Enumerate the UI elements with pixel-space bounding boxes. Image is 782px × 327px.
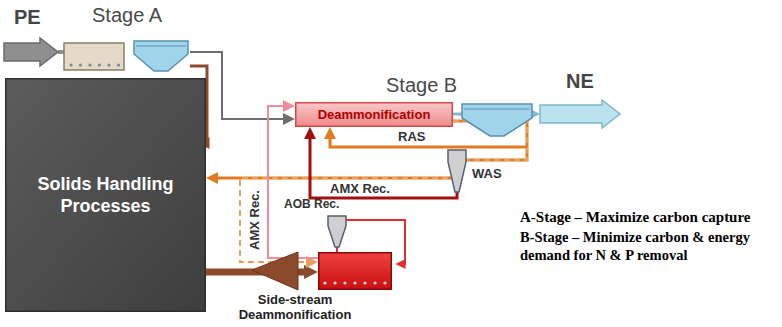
box-outline — [6, 79, 206, 312]
diffuser — [373, 281, 376, 284]
node-shape — [540, 100, 620, 128]
node-shape — [4, 38, 58, 66]
node-label: Deammonification — [318, 107, 431, 122]
effluent-arrow: NE — [540, 100, 620, 128]
cyclone — [328, 216, 346, 247]
stage-label: Stage B — [386, 74, 457, 97]
block-arrow — [540, 100, 620, 128]
amx-recycle-line — [310, 136, 457, 198]
diffuser — [107, 63, 110, 66]
a-stage-process: Stage A — [64, 38, 190, 72]
stream-label: AMX Rec. — [330, 181, 390, 196]
dewatering-cone — [252, 252, 298, 290]
diffuser — [98, 63, 101, 66]
block-arrow — [4, 38, 58, 66]
ras-line — [330, 136, 527, 147]
tank-outline — [319, 253, 392, 290]
node-heading: NE — [566, 70, 616, 93]
node-body: Solids Handling Processes — [5, 78, 206, 312]
node-heading: Stage A — [92, 4, 192, 27]
diffuser — [69, 63, 72, 66]
note-text: B-Stage – Minimize carbon & energy deman… — [520, 228, 778, 264]
node-shape — [64, 38, 190, 72]
diffuser — [117, 63, 120, 66]
clarifier-water-line — [136, 46, 186, 47]
diffuser — [343, 281, 346, 284]
stream-label: AOB Rec. — [284, 197, 339, 211]
note-text: A-Stage – Maximize carbon capture — [520, 208, 778, 226]
node-label: Solids Handling Processes — [5, 173, 206, 217]
cyclone — [448, 150, 466, 192]
process-box: Solids Handling Processes — [5, 78, 206, 312]
node-heading: Side-stream Deammonification — [230, 292, 360, 322]
node-heading: PE — [14, 6, 58, 29]
clarifier-water-line — [464, 109, 530, 110]
node-shape — [5, 78, 206, 312]
aeration-tank — [64, 43, 124, 70]
diffuser — [353, 281, 356, 284]
diffuser — [88, 63, 91, 66]
flow-connector — [240, 121, 527, 262]
stream-label: WAS — [472, 166, 502, 181]
clarifier — [134, 41, 188, 71]
clarifier — [462, 104, 532, 136]
box-outline — [296, 103, 453, 127]
diffuser — [333, 281, 336, 284]
node-shape — [318, 252, 392, 290]
diffuser — [383, 281, 386, 284]
diffuser — [79, 63, 82, 66]
diffuser — [323, 281, 326, 284]
stream-label: RAS — [398, 129, 425, 144]
sidestream-tank: Side-stream Deammonification — [318, 252, 392, 290]
node-body: Deammonification — [295, 102, 453, 127]
stream-label: AMX Rec. — [247, 190, 262, 250]
influent-arrow: PE — [4, 38, 58, 66]
diffuser — [363, 281, 366, 284]
process-box: Deammonification — [295, 102, 453, 127]
